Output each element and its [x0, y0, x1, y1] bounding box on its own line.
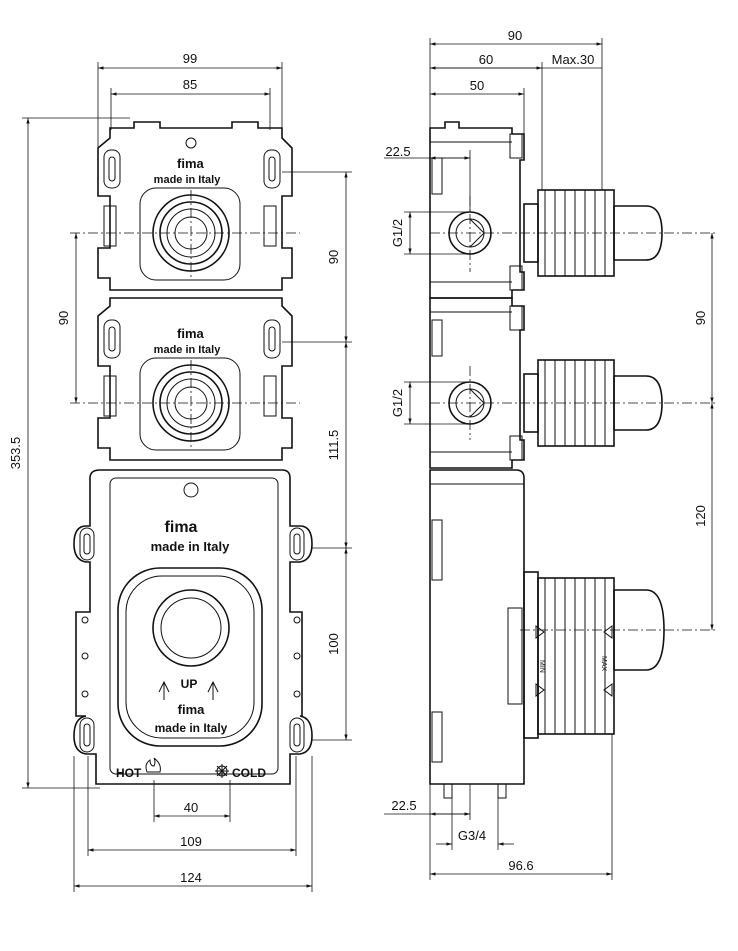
dim-g12-a: G1/2	[390, 219, 405, 247]
dim-90-side-vert: 90	[693, 311, 708, 325]
dim-111-5: 111.5	[326, 430, 341, 461]
dim-90-left: 90	[56, 311, 71, 325]
up-label: UP	[181, 677, 198, 691]
dim-90-right: 90	[326, 250, 341, 264]
dim-g34: G3/4	[458, 828, 486, 843]
module-top	[97, 121, 293, 291]
dim-50: 50	[470, 78, 484, 93]
dim-100: 100	[326, 633, 341, 655]
dim-60: 60	[479, 52, 493, 67]
front-dimensions: 99 85 353.5 90 90 111.5 100 40 109 124	[8, 51, 352, 892]
made-in-label-4: made in Italy	[155, 721, 228, 735]
brand-label-2: fima	[177, 326, 205, 341]
front-view: fima made in Italy fima made in Italy fi…	[70, 121, 313, 785]
max-label: MAX	[600, 656, 607, 672]
dim-99: 99	[183, 51, 197, 66]
dim-40: 40	[184, 800, 198, 815]
made-in-label-3: made in Italy	[151, 539, 231, 554]
dim-353-5: 353.5	[8, 437, 23, 470]
brand-label-3: fima	[165, 519, 198, 536]
made-in-label-1: made in Italy	[154, 174, 222, 186]
module-bottom	[73, 469, 313, 785]
brand-label-4: fima	[178, 702, 206, 717]
dim-109: 109	[180, 834, 202, 849]
cartridge-bottom: MIN MAX	[523, 571, 665, 739]
hot-label: HOT	[116, 766, 142, 780]
brand-label-1: fima	[177, 156, 205, 171]
made-in-label-2: made in Italy	[154, 344, 222, 356]
dim-g12-b: G1/2	[390, 389, 405, 417]
dim-max30: Max.30	[552, 52, 595, 67]
dim-85: 85	[183, 77, 197, 92]
cold-label: COLD	[232, 766, 266, 780]
side-dimensions: 90 60 Max.30 50 22.5 G1/2 G1/2 90 120 22…	[384, 28, 714, 880]
dim-120: 120	[693, 505, 708, 527]
dim-22-5-top: 22.5	[385, 144, 410, 159]
module-middle	[97, 297, 293, 461]
dim-90-side: 90	[508, 28, 522, 43]
side-view: MIN MAX	[429, 121, 716, 799]
dim-96-6: 96.6	[508, 858, 533, 873]
dim-22-5-bot: 22.5	[391, 798, 416, 813]
dim-124: 124	[180, 870, 202, 885]
min-label: MIN	[538, 660, 545, 673]
